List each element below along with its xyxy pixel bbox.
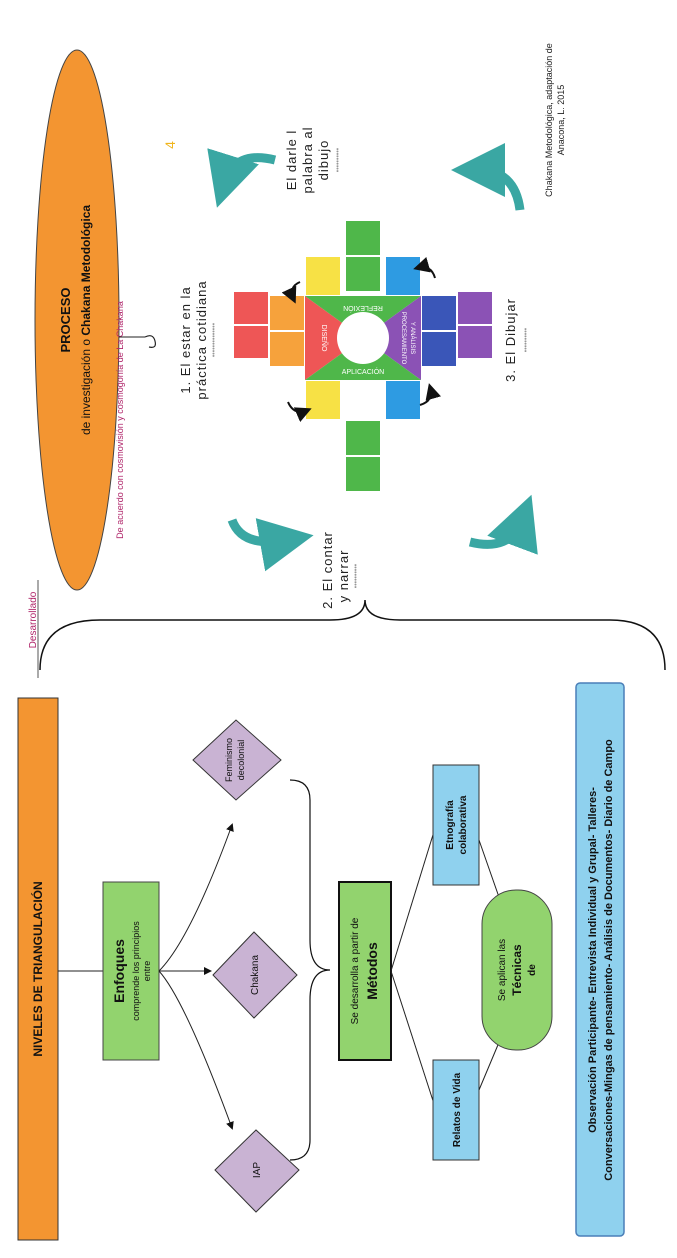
techniques-box	[575, 682, 625, 1237]
teal-arrow-top-left	[207, 148, 277, 208]
small-arrow-4	[413, 257, 436, 279]
feminismo-diamond	[192, 719, 282, 801]
number-mark: 4	[162, 141, 178, 149]
curly-brace	[39, 599, 666, 671]
step1-line1: 1. El estar en la	[178, 286, 193, 393]
citation-line2: Anacona, L. 2015	[556, 85, 566, 156]
chakana-diamond-label: Chakana	[250, 955, 261, 995]
cosmovision-note: De acuerdo con cosmovisión y cosmogonía …	[115, 301, 125, 539]
step4-line2: palabra al	[300, 126, 315, 193]
tecnicas-line3: de	[527, 964, 538, 976]
chakana-diamond	[212, 931, 298, 1019]
arrow-to-iap	[158, 970, 234, 1130]
niveles-title: NIVELES DE TRIANGULACIÓN	[30, 881, 45, 1056]
sector-analisis: Y ANÁLISIS	[409, 322, 416, 354]
feminismo-line1: Feminismo	[224, 738, 234, 782]
tecnicas-box	[481, 889, 553, 1051]
feminismo-line2: decolonial	[236, 740, 246, 781]
step3-dots: ••••••••••	[523, 327, 530, 352]
enfoques-box	[102, 881, 160, 1061]
enfoques-title: Enfoques	[111, 939, 127, 1003]
sector-diseno: DISEÑO	[320, 325, 329, 352]
line-etnografia-tecnicas	[478, 839, 501, 901]
line-to-relatos	[390, 970, 437, 1111]
step4-dots: ••••••••••	[335, 147, 342, 172]
enfoques-line1: comprende los principios	[131, 921, 141, 1021]
metodos-title: Métodos	[364, 942, 380, 1000]
step2-dots: ••••••••••	[353, 563, 360, 588]
etnografia-box	[432, 764, 480, 886]
teal-arrow-bottom-left	[227, 518, 314, 572]
step3-label: 3. El Dibujar	[503, 298, 518, 382]
small-arrow-2	[287, 401, 312, 423]
step2-line1: 2. El contar	[320, 531, 335, 609]
desarrollado-label: Desarrollado	[28, 591, 39, 648]
sector-aplicacion: APLICACIÓN	[342, 367, 384, 376]
relatos-box	[432, 1059, 480, 1161]
metodos-box	[338, 881, 392, 1061]
iap-diamond	[214, 1129, 300, 1213]
proceso-ellipse	[34, 49, 120, 591]
iap-label: IAP	[252, 1162, 263, 1178]
step4-line1: El darle l	[284, 130, 299, 191]
step1-line2: práctica cotidiana	[194, 280, 209, 399]
small-arrow-1	[281, 281, 301, 304]
tecnicas-title: Técnicas	[510, 944, 524, 996]
etnografia-line2: colaborativa	[458, 795, 469, 854]
niveles-bar	[17, 697, 59, 1241]
note-squiggle	[144, 335, 156, 348]
techniques-line1: Observación Participante- Entrevista Ind…	[587, 787, 599, 1133]
proceso-subtitle: de investigación o Chakana Metodológica	[79, 205, 93, 435]
arrow-to-feminismo	[158, 823, 234, 972]
diamond-brace	[289, 779, 331, 1161]
line-to-etnografia	[390, 824, 437, 972]
tecnicas-line1: Se aplican las	[497, 939, 508, 1001]
sector-procesamiento: PROCESAMIENTO	[400, 312, 406, 365]
metodos-line1: Se desarrolla a partir de	[350, 917, 361, 1024]
small-arrow-3	[419, 383, 441, 406]
etnografia-line1: Etnografía	[445, 800, 456, 850]
enfoques-line2: entre	[142, 961, 152, 982]
step1-dots: ••••••••••••••	[211, 322, 218, 357]
proceso-title: PROCESO	[58, 287, 73, 352]
relatos-label: Relatos de Vida	[452, 1072, 463, 1147]
chakana-cross	[232, 219, 494, 493]
line-relatos-tecnicas	[478, 1039, 501, 1091]
citation-line1: Chakana Metodológica, adaptación de	[544, 43, 554, 197]
step4-line3: dibujo	[316, 140, 331, 181]
sector-reflexion: REFLEXIÓN	[343, 304, 383, 313]
teal-arrow-bottom-right	[468, 494, 538, 555]
step2-line2: y narrar	[336, 550, 351, 603]
teal-arrow-top-right	[451, 143, 525, 211]
techniques-line2: Conversaciones-Mingas de pensamiento- An…	[603, 739, 615, 1181]
